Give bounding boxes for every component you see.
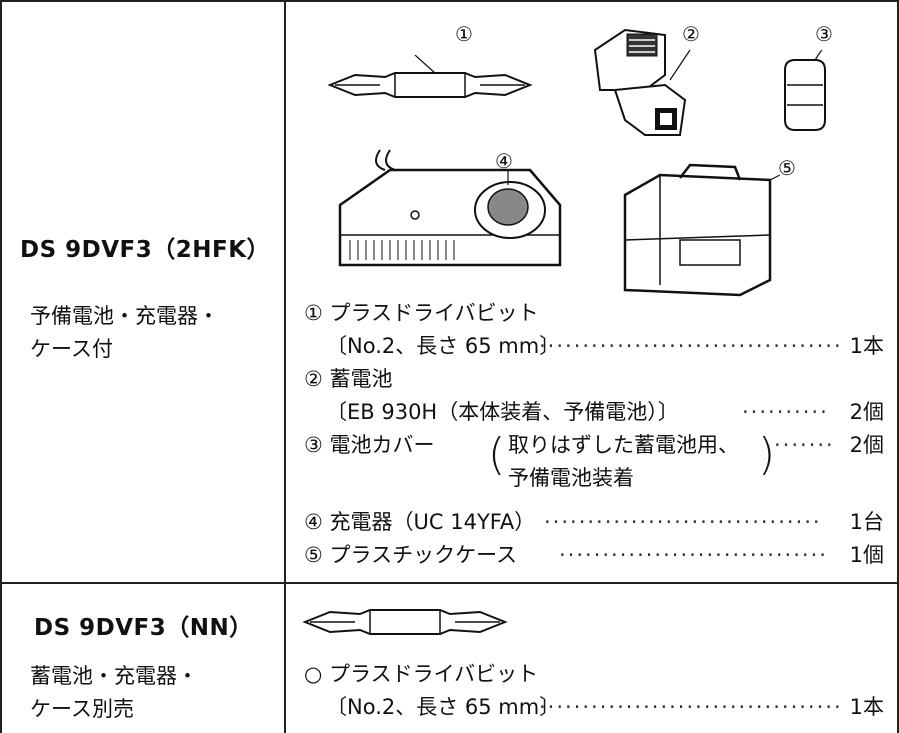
item-number: ① <box>304 301 323 325</box>
callout-5: ⑤ <box>778 156 796 180</box>
table-left-border <box>0 0 2 733</box>
leader-dots: ······································· <box>539 695 839 719</box>
callout-3: ③ <box>815 22 833 46</box>
list-item-2: ② 蓄電池 <box>304 363 884 396</box>
item-number: ⑤ <box>304 543 323 567</box>
item-number: ④ <box>304 510 323 534</box>
item-3-paren-line-2: 予備電池装着 <box>508 466 634 490</box>
table-row-divider <box>0 582 899 584</box>
item-detail: 〔No.2、長さ 65 mm〕 <box>326 695 561 719</box>
row2-note: 蓄電池・充電器・ ケース別売 <box>30 660 198 726</box>
table-right-border <box>897 0 899 733</box>
leader-dots: ······························· <box>559 543 828 567</box>
row1-note-line: ケース付 <box>30 337 113 361</box>
item-number: ③ <box>304 433 323 457</box>
list-item-2-detail: 〔EB 930H（本体装着、予備電池）〕 ·········· 2個 <box>304 396 884 429</box>
item-quantity: 1台 <box>849 510 884 534</box>
list-item-1-detail: 〔No.2、長さ 65 mm〕 ························… <box>304 330 884 363</box>
leader-dots: ·········· <box>742 400 829 424</box>
row2-note-line: ケース別売 <box>30 697 134 721</box>
item-name: プラスチックケース <box>329 543 518 567</box>
close-paren: ) <box>758 429 776 480</box>
callout-1: ① <box>455 22 473 46</box>
list-item-nn-detail: 〔No.2、長さ 65 mm〕 ························… <box>304 691 884 724</box>
model-name-2hfk: DS 9DVF3（2HFK） <box>20 237 271 263</box>
driver-bit-illustration <box>327 55 533 98</box>
item-quantity: 2個 <box>849 433 884 457</box>
battery-cover-illustration <box>784 50 826 131</box>
item-number: ○ <box>304 662 323 686</box>
table-divider-vertical <box>284 0 286 733</box>
list-item-1: ① プラスドライバビット <box>304 297 884 330</box>
item-3-paren-line-1: 取りはずした蓄電池用、 <box>508 433 739 457</box>
row1-note-line: 予備電池・充電器・ <box>30 304 219 328</box>
row1-note: 予備電池・充電器・ ケース付 <box>30 300 219 366</box>
item-name: プラスドライバビット <box>329 301 539 325</box>
item-detail: 〔EB 930H（本体装着、予備電池）〕 <box>326 400 679 424</box>
table-top-border <box>0 0 899 2</box>
item-name: 充電器（UC 14YFA） <box>329 510 536 534</box>
leader-dots: ································ <box>544 510 822 534</box>
plastic-case-illustration <box>623 163 780 297</box>
list-item-4: ④ 充電器（UC 14YFA） ························… <box>304 506 884 539</box>
callout-4: ④ <box>495 149 513 173</box>
driver-bit-illustration-2 <box>302 609 508 635</box>
charger-illustration <box>338 149 562 267</box>
item-quantity: 1本 <box>849 334 884 358</box>
callout-2: ② <box>682 22 700 46</box>
list-item-5: ⑤ プラスチックケース ····························… <box>304 539 884 572</box>
item-name: 蓄電池 <box>329 367 393 391</box>
item-quantity: 1本 <box>849 695 884 719</box>
model-name-nn: DS 9DVF3（NN） <box>34 615 253 641</box>
battery-illustration <box>593 28 691 136</box>
item-name: 電池カバー <box>329 433 435 457</box>
item-quantity: 2個 <box>849 400 884 424</box>
list-item-3: ③ 電池カバー ······· 2個 <box>304 429 884 462</box>
open-paren: ( <box>488 429 506 480</box>
item-quantity: 1個 <box>849 543 884 567</box>
item-number: ② <box>304 367 323 391</box>
leader-dots: ······································· <box>539 334 839 358</box>
leader-dots: ······· <box>774 433 834 457</box>
item-detail: 〔No.2、長さ 65 mm〕 <box>326 334 561 358</box>
list-item-nn: ○ プラスドライバビット <box>304 658 884 691</box>
item-name: プラスドライバビット <box>329 662 539 686</box>
row2-note-line: 蓄電池・充電器・ <box>30 664 198 688</box>
